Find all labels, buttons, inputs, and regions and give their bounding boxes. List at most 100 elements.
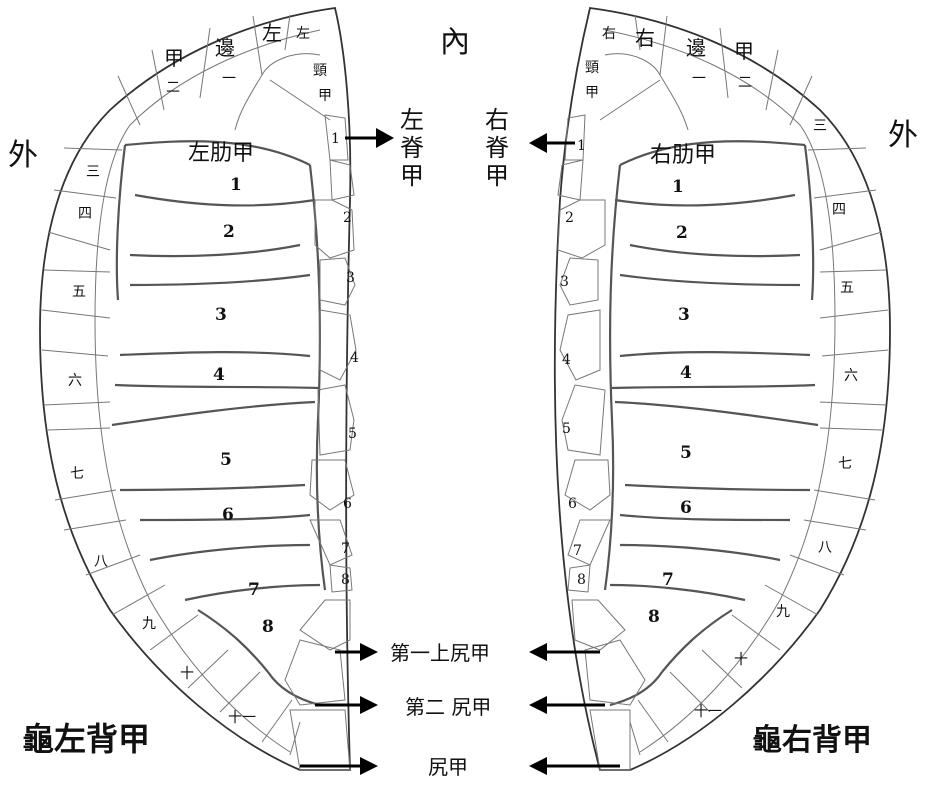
left-vertebral-number-8: 8 [341,572,350,588]
left-pleural-number-5: 5 [220,450,232,470]
left-vertebral-cells [284,114,357,771]
right-marginal-top-3a: 邊 [686,36,706,60]
left-neck-char-2: 甲 [318,88,332,104]
left-vertebral-number-5: 5 [348,426,357,442]
right-vertebral-char-2: 脊 [485,134,509,162]
left-pleural-boundaries [111,140,327,707]
left-pleural-number-4: 4 [213,365,225,385]
left-pleural-number-7: 7 [248,580,260,600]
left-marginal-number-9: 九 [142,616,156,632]
right-marginal-top-4a: 甲 [734,39,754,63]
right-vertebral-number-5: 5 [562,421,571,437]
right-marginal-number-5: 五 [840,280,854,296]
left-marginal-number-4: 四 [78,206,92,222]
left-vertebral-label: 左 脊 甲 [400,106,424,190]
right-marginal-number-9: 九 [776,604,790,620]
supracaudal-2-label: 第二 尻甲 [405,695,491,719]
left-title: 龜左背甲 [22,720,150,758]
left-marginal-number-11: 十一 [228,710,256,726]
right-title: 龜右背甲 [752,723,872,758]
left-carapace [39,6,357,771]
right-vertebral-number-7: 7 [573,543,582,559]
right-vertebral-number-2: 2 [565,210,574,226]
text-labels: 外 外 內 左肋甲 右肋甲 左 脊 甲 右 脊 甲 頸 甲 頸 甲 左 左 邊 … [8,21,918,779]
right-marginal-top-2: 右 [635,26,655,50]
left-vertebral-number-1: 1 [331,131,340,147]
right-marginal-top-3b: 一 [692,71,706,87]
left-marginal-top-4b: 二 [166,80,180,96]
left-vertebral-char-1: 左 [400,106,424,134]
left-pleural-number-2: 2 [223,222,235,242]
right-marginal-number-4: 四 [832,202,846,218]
left-neck-char-1: 頸 [313,63,327,79]
left-marginal-top-3b: 一 [222,71,236,87]
right-pleural-number-6: 6 [680,498,692,518]
left-vertebral-char-3: 甲 [400,162,424,190]
outer-left-label: 外 [8,138,38,173]
left-pleural-number-8: 8 [262,617,274,637]
left-shell-outline [39,6,352,771]
left-marginal-top-1: 左 [296,26,310,42]
caudal-label: 尻甲 [428,755,468,779]
left-vertebral-number-2: 2 [343,210,352,226]
left-vertebral-number-6: 6 [343,496,352,512]
outer-right-label: 外 [888,118,918,153]
right-neck-char-2: 甲 [585,85,599,101]
inner-label: 內 [440,25,470,60]
left-marginal-number-3: 三 [86,164,100,180]
right-marginal-inner [604,29,836,753]
left-pleural-number-3: 3 [215,305,227,325]
right-marginal-number-6: 六 [844,368,858,384]
right-pleural-number-7: 7 [662,570,674,590]
left-pleural-label: 左肋甲 [188,141,254,166]
left-marginal-number-5: 五 [72,284,86,300]
right-carapace [553,7,891,771]
right-vertebral-number-6: 6 [568,496,577,512]
right-vertebral-number-1: 1 [577,138,586,154]
right-marginal-dividers [629,15,889,756]
right-vertebral-number-3: 3 [560,274,569,290]
left-vertebral-number-7: 7 [341,541,350,557]
right-pleural-label: 右肋甲 [650,143,716,168]
right-vertebral-label: 右 脊 甲 [485,106,509,190]
right-pleural-number-1: 1 [672,177,684,197]
left-marginal-inner [94,29,321,753]
right-pleural-number-2: 2 [676,223,688,243]
right-pleural-number-4: 4 [680,363,692,383]
right-marginal-number-3: 三 [813,118,827,134]
left-vertebral-number-3: 3 [346,270,355,286]
right-marginal-number-11: 十一 [694,704,722,720]
right-vertebral-char-3: 甲 [485,162,509,190]
left-vertebral-char-2: 脊 [400,134,424,162]
left-marginal-number-6: 六 [68,373,82,389]
left-pleural-number-1: 1 [230,175,242,195]
right-marginal-top-4b: 二 [738,75,752,91]
left-marginal-top-2: 左 [262,21,282,45]
left-pleural-number-6: 6 [222,505,234,525]
left-marginal-number-10: 十 [180,666,194,682]
right-vertebral-number-8: 8 [577,572,586,588]
left-marginal-number-8: 八 [94,554,108,570]
right-vertebral-char-1: 右 [485,106,509,134]
right-pleural-number-8: 8 [648,607,660,627]
right-vertebral-cells [557,114,646,771]
right-pleural-number-3: 3 [678,305,690,325]
right-pleural-boundaries [603,140,819,707]
supracaudal-1-label: 第一上尻甲 [390,641,490,665]
left-marginal-top-4a: 甲 [164,46,184,70]
right-pleural-number-5: 5 [680,443,692,463]
right-shell-outline [553,7,891,771]
right-marginal-number-10: 十 [734,652,748,668]
left-marginal-number-7: 七 [70,466,84,482]
right-marginal-top-1: 右 [602,26,616,42]
left-vertebral-number-4: 4 [350,350,359,366]
right-vertebral-number-4: 4 [562,352,571,368]
left-marginal-dividers [41,15,301,756]
right-neck-char-1: 頸 [585,60,599,76]
right-marginal-number-8: 八 [818,540,832,556]
arrows [300,128,620,775]
right-marginal-number-7: 七 [838,456,852,472]
